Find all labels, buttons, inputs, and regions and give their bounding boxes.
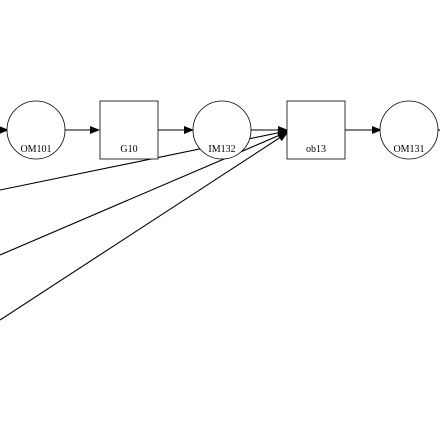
node-ob13-label: ob13 xyxy=(306,144,326,155)
node-om101-label: OM101 xyxy=(20,144,51,155)
node-ob13: ob13 xyxy=(286,100,346,160)
node-om131: OM131 xyxy=(379,100,439,160)
node-g10: G10 xyxy=(99,100,159,160)
node-om131-label: OM131 xyxy=(393,144,424,155)
node-im132-label: IM132 xyxy=(208,144,235,155)
node-om101: OM101 xyxy=(6,100,66,160)
node-im132: IM132 xyxy=(192,100,252,160)
edge-offscreen-4-ob13 xyxy=(0,132,288,321)
node-g10-label: G10 xyxy=(120,144,137,155)
